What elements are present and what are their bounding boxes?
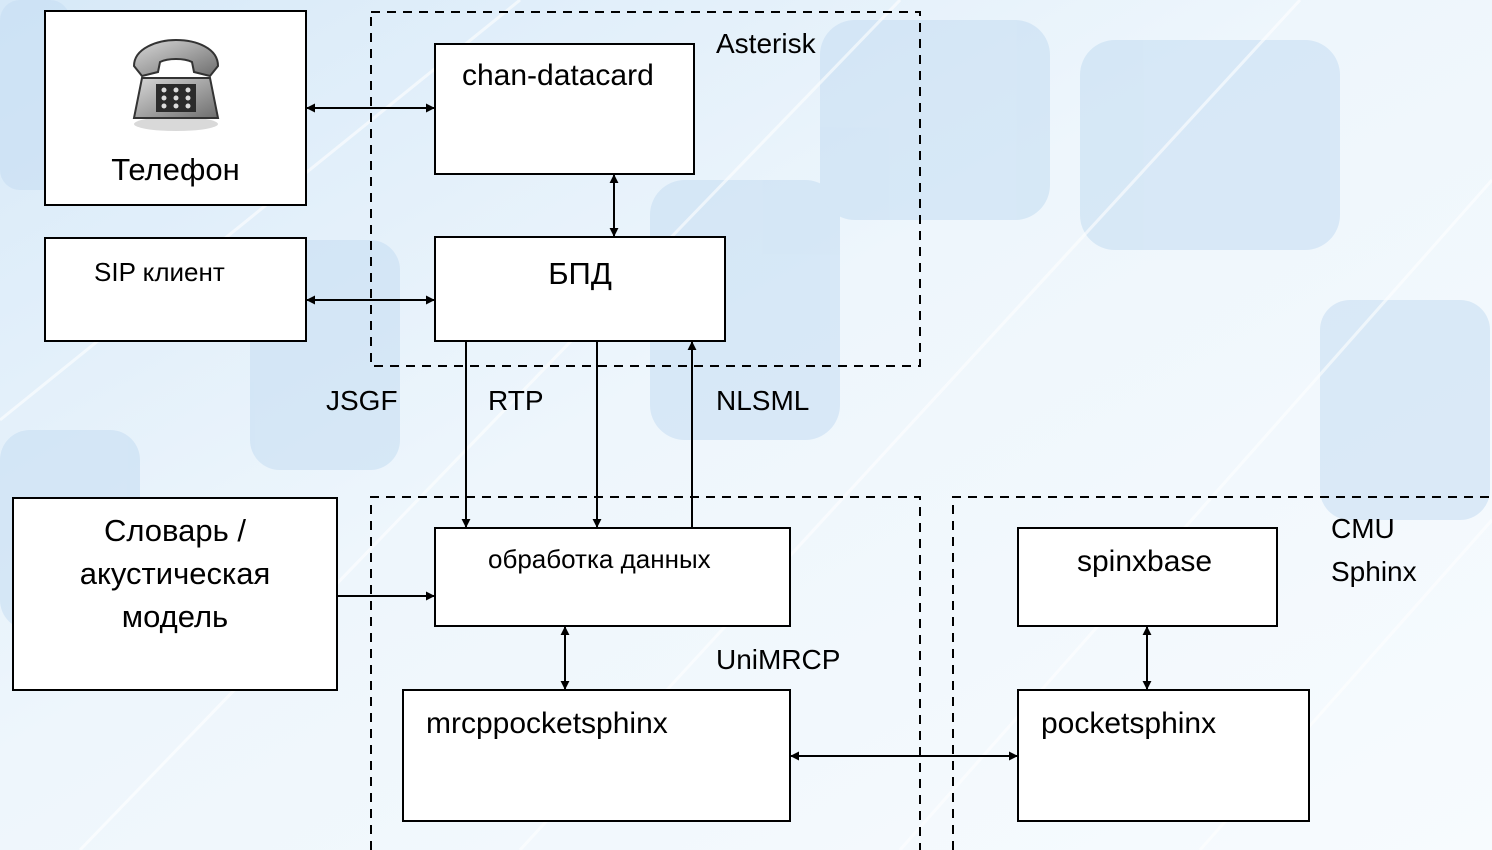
cmu-sphinx-region-label-line1: CMU: [1331, 513, 1395, 544]
mrcppocketsphinx-box: mrcppocketsphinx: [402, 689, 791, 822]
nlsml-label: NLSML: [716, 385, 810, 416]
phone-box: Телефон: [44, 10, 307, 206]
chan-datacard-label: chan-datacard: [462, 59, 654, 92]
asterisk-region-label: Asterisk: [716, 28, 816, 59]
sip-client-box: SIP клиент: [44, 237, 307, 342]
mrcppocketsphinx-label: mrcppocketsphinx: [426, 707, 668, 740]
sip-client-label: SIP клиент: [94, 257, 225, 287]
data-processing-box: обработка данных: [434, 527, 791, 627]
rtp-label: RTP: [488, 385, 544, 416]
data-processing-label: обработка данных: [488, 544, 711, 574]
unimrcp-region-label: UniMRCP: [716, 644, 841, 675]
asterisk-region-frame: [370, 11, 921, 367]
spinxbase-label: spinxbase: [1077, 545, 1213, 578]
jsgf-label: JSGF: [326, 385, 398, 416]
dictionary-label-line2: акустическая: [79, 556, 271, 591]
cmu-sphinx-region-frame: [952, 496, 1492, 850]
unimrcp-region-frame: [370, 496, 921, 850]
cmu-sphinx-region-label-line2: Sphinx: [1331, 556, 1417, 587]
dictionary-label-line1: Словарь /: [103, 513, 247, 548]
dictionary-label-line3: модель: [121, 599, 229, 634]
bpd-box: БПД: [434, 236, 726, 342]
phone-label: Телефон: [111, 152, 240, 187]
pocketsphinx-label: pocketsphinx: [1041, 707, 1217, 740]
pocketsphinx-box: pocketsphinx: [1017, 689, 1310, 822]
spinxbase-box: spinxbase: [1017, 527, 1278, 627]
telephone-icon: [132, 38, 220, 131]
dictionary-box: Словарь / акустическая модель: [12, 497, 338, 691]
chan-datacard-box: chan-datacard: [434, 43, 695, 175]
bpd-label: БПД: [548, 256, 612, 291]
